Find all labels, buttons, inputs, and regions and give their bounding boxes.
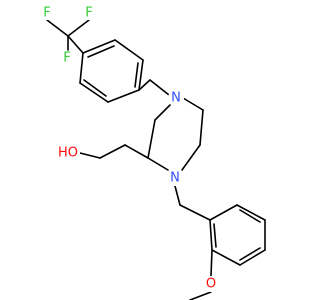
bond-23 (79, 152, 101, 159)
bond-9 (79, 52, 84, 84)
bond-1 (67, 19, 90, 37)
bond-10 (87, 45, 115, 58)
bond-34 (213, 223, 217, 248)
bond-3 (67, 35, 84, 54)
bond-31 (209, 219, 213, 251)
bond-26 (209, 204, 238, 221)
bond-15 (182, 97, 204, 111)
hydroxyl-group: HO (58, 146, 78, 161)
bond-29 (239, 249, 266, 266)
bond-12 (83, 79, 107, 97)
piperazine-nitrogen-top: N (171, 91, 181, 106)
bond-30 (211, 249, 241, 266)
bond-33 (239, 247, 261, 261)
bond-19 (147, 119, 156, 159)
bond-14 (149, 79, 170, 96)
bond-22 (99, 144, 126, 159)
fluorine-atom-1: F (43, 6, 50, 21)
bond-7 (107, 89, 140, 103)
bond-24 (174, 185, 181, 206)
piperazine-nitrogen-bottom: N (170, 171, 180, 186)
bond-4 (82, 39, 116, 54)
bond-16 (199, 109, 204, 146)
bond-lines (46, 19, 266, 300)
fluorine-atom-3: F (63, 51, 70, 66)
bond-6 (138, 59, 144, 91)
bond-27 (236, 204, 266, 221)
bond-18 (147, 157, 169, 171)
bond-20 (154, 104, 171, 121)
fluorine-atom-2: F (85, 6, 92, 21)
bond-25 (179, 204, 211, 221)
bond-8 (79, 82, 109, 103)
bond-11 (134, 62, 139, 88)
bond-0 (46, 19, 69, 37)
methoxy-oxygen: O (206, 277, 216, 292)
bond-13 (138, 79, 151, 91)
bond-35 (210, 249, 213, 277)
bond-36 (189, 291, 212, 300)
atom-labels: F F F N N HO O (40, 6, 219, 292)
bond-32 (239, 209, 261, 223)
bond-5 (114, 39, 144, 61)
bond-17 (181, 144, 201, 171)
bond-21 (124, 144, 149, 159)
molecule-structure: F F F N N HO O (40, 5, 266, 300)
